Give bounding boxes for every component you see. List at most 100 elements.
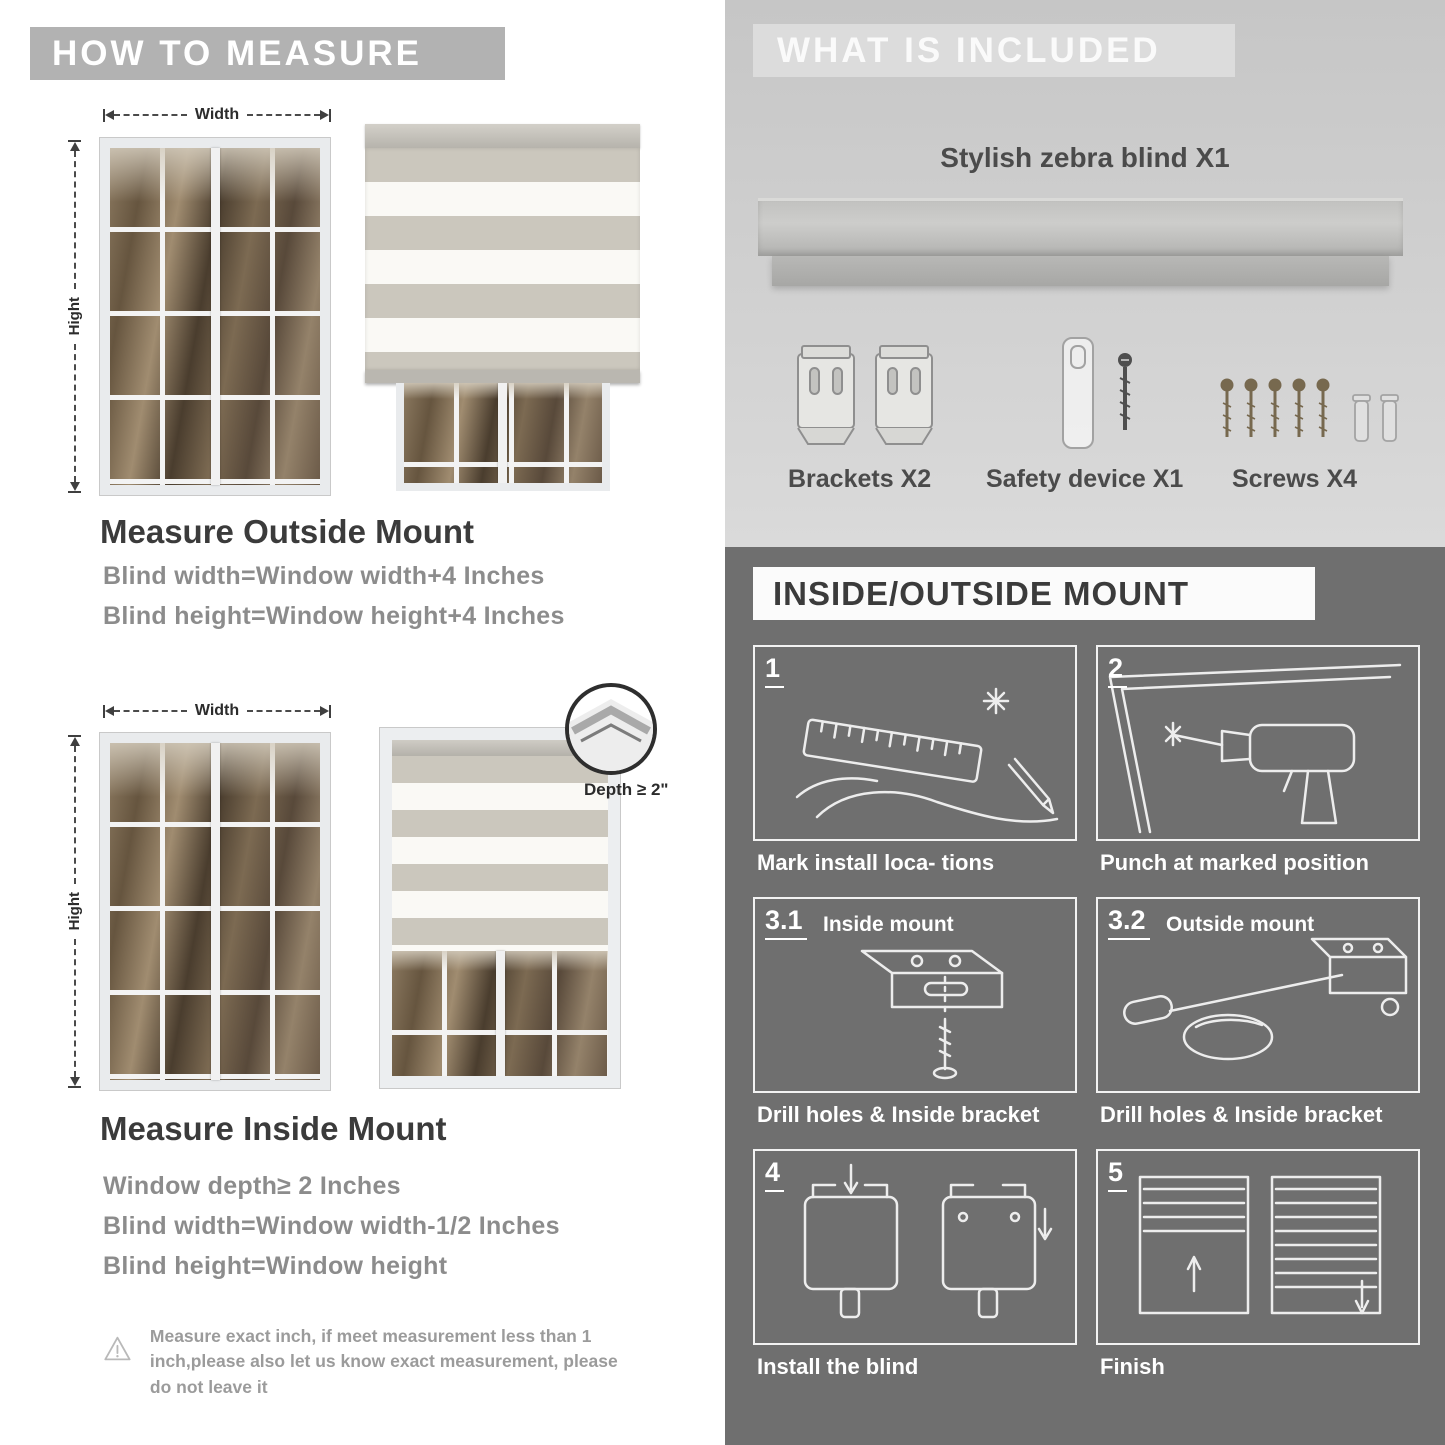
step-number: 4 <box>765 1157 785 1192</box>
brackets-label: Brackets X2 <box>788 465 932 493</box>
outside-mount-title: Measure Outside Mount <box>100 513 475 550</box>
step-3-2: 3.2 Outside mount Drill holes & In <box>1096 897 1420 1132</box>
zebra-blind-outside-mount <box>365 124 640 491</box>
step-3-2-box: 3.2 Outside mount <box>1096 897 1420 1093</box>
height-arrow-outside: Hight <box>66 140 83 494</box>
inside-mount-title: Measure Inside Mount <box>100 1110 447 1147</box>
step-number: 3.1 <box>765 905 807 940</box>
mount-section-title: INSIDE/OUTSIDE MOUNT <box>773 575 1190 612</box>
finish-art <box>1138 1175 1382 1315</box>
arrow-line <box>114 710 187 712</box>
mount-steps-grid: 1 Mark install loca- tions <box>753 645 1420 1384</box>
step-number: 1 <box>765 653 785 688</box>
outside-bracket-art <box>1123 937 1408 1061</box>
step-3-1-box: 3.1 Inside mount <box>753 897 1077 1093</box>
window-panes <box>403 383 602 483</box>
arrow-head-left-icon <box>105 110 114 120</box>
blind-bottomrail <box>365 370 640 383</box>
arrow-tick <box>103 704 105 718</box>
inside-formula-width: Blind width=Window width-1/2 Inches <box>103 1212 560 1240</box>
how-to-measure-header: HOW TO MEASURE <box>30 27 505 80</box>
frame-corner-art <box>569 699 653 771</box>
arrow-tick <box>329 108 331 122</box>
window-illustration-inside <box>99 732 331 1091</box>
step-number: 5 <box>1108 1157 1128 1192</box>
step-3-1-caption: Drill holes & Inside bracket <box>757 1102 1040 1127</box>
step-number: 2 <box>1108 653 1128 688</box>
height-label: Hight <box>66 892 83 931</box>
zebra-stripes <box>365 148 640 370</box>
mount-section-header: INSIDE/OUTSIDE MOUNT <box>753 567 1315 620</box>
height-arrow-inside: Hight <box>66 735 83 1089</box>
step-1-caption: Mark install loca- tions <box>757 850 995 875</box>
install-blind-art <box>803 1163 1053 1319</box>
arrow-tick <box>68 140 81 142</box>
blind-headrail <box>365 124 640 148</box>
blind-headrail-bottom <box>772 256 1389 286</box>
arrow-tick <box>329 704 331 718</box>
arrow-head-down-icon <box>69 1077 80 1087</box>
warning-triangle-icon <box>104 1336 131 1361</box>
step-label: Inside mount <box>823 913 954 936</box>
blind-headrail <box>392 740 608 756</box>
arrow-head-down-icon <box>69 482 80 492</box>
inside-formula-height: Blind height=Window height <box>103 1252 448 1280</box>
mark-locations-art <box>795 687 1059 823</box>
product-label: Stylish zebra blind X1 <box>940 142 1230 173</box>
step-2: 2 Punch at marked position <box>1096 645 1420 880</box>
safety-device-icon <box>1062 337 1132 449</box>
arrow-head-right-icon <box>320 110 329 120</box>
window-panes <box>110 743 320 1080</box>
depth-requirement-label: Depth ≥ 2" <box>584 780 669 799</box>
safety-device-label: Safety device X1 <box>986 465 1184 493</box>
step-2-caption: Punch at marked position <box>1100 850 1369 875</box>
window-panes <box>392 951 608 1076</box>
zebra-blind-inside-mount <box>379 727 621 1089</box>
step-number: 3.2 <box>1108 905 1150 940</box>
arrow-tick <box>68 491 81 494</box>
width-arrow-outside: Width <box>103 106 331 124</box>
arrow-line <box>73 746 76 885</box>
window-illustration-outside <box>99 137 331 496</box>
step-1-box: 1 <box>753 645 1077 841</box>
step-4-box: 4 <box>753 1149 1077 1345</box>
what-is-included-title: WHAT IS INCLUDED <box>777 31 1161 70</box>
width-arrow-inside: Width <box>103 702 331 720</box>
arrow-line <box>73 151 76 290</box>
arrow-head-up-icon <box>69 737 80 746</box>
window-panes <box>110 148 320 485</box>
step-5-box: 5 <box>1096 1149 1420 1345</box>
step-4: 4 <box>753 1149 1077 1384</box>
width-label: Width <box>194 702 240 719</box>
how-to-measure-title: HOW TO MEASURE <box>52 34 422 73</box>
screws-label: Screws X4 <box>1232 465 1358 493</box>
arrow-line <box>247 710 320 712</box>
arrow-head-right-icon <box>320 706 329 716</box>
window-below-blind <box>395 383 610 491</box>
blind-headrail-illustration <box>758 198 1403 256</box>
screws-icon <box>1220 378 1399 442</box>
arrow-head-left-icon <box>105 706 114 716</box>
arrow-line <box>114 114 187 116</box>
arrow-head-up-icon <box>69 142 80 151</box>
arrow-line <box>73 343 76 483</box>
step-1: 1 Mark install loca- tions <box>753 645 1077 880</box>
inside-bracket-art <box>860 949 1004 1080</box>
brackets-icon <box>797 345 933 445</box>
depth-magnifier-icon <box>565 683 657 775</box>
arrow-line <box>247 114 320 116</box>
step-3-2-caption: Drill holes & Inside bracket <box>1100 1102 1383 1127</box>
step-4-caption: Install the blind <box>757 1354 919 1379</box>
height-label: Hight <box>66 297 83 336</box>
what-is-included-header: WHAT IS INCLUDED <box>753 24 1235 77</box>
arrow-tick <box>68 1086 81 1089</box>
step-3-1: 3.1 Inside mount Drill <box>753 897 1077 1132</box>
width-label: Width <box>194 106 240 123</box>
mount-instructions-panel <box>725 547 1445 1445</box>
step-label: Outside mount <box>1166 913 1315 936</box>
arrow-tick <box>103 108 105 122</box>
step-5-caption: Finish <box>1100 1354 1165 1379</box>
inside-formula-depth: Window depth≥ 2 Inches <box>103 1172 401 1200</box>
arrow-tick <box>68 735 81 737</box>
